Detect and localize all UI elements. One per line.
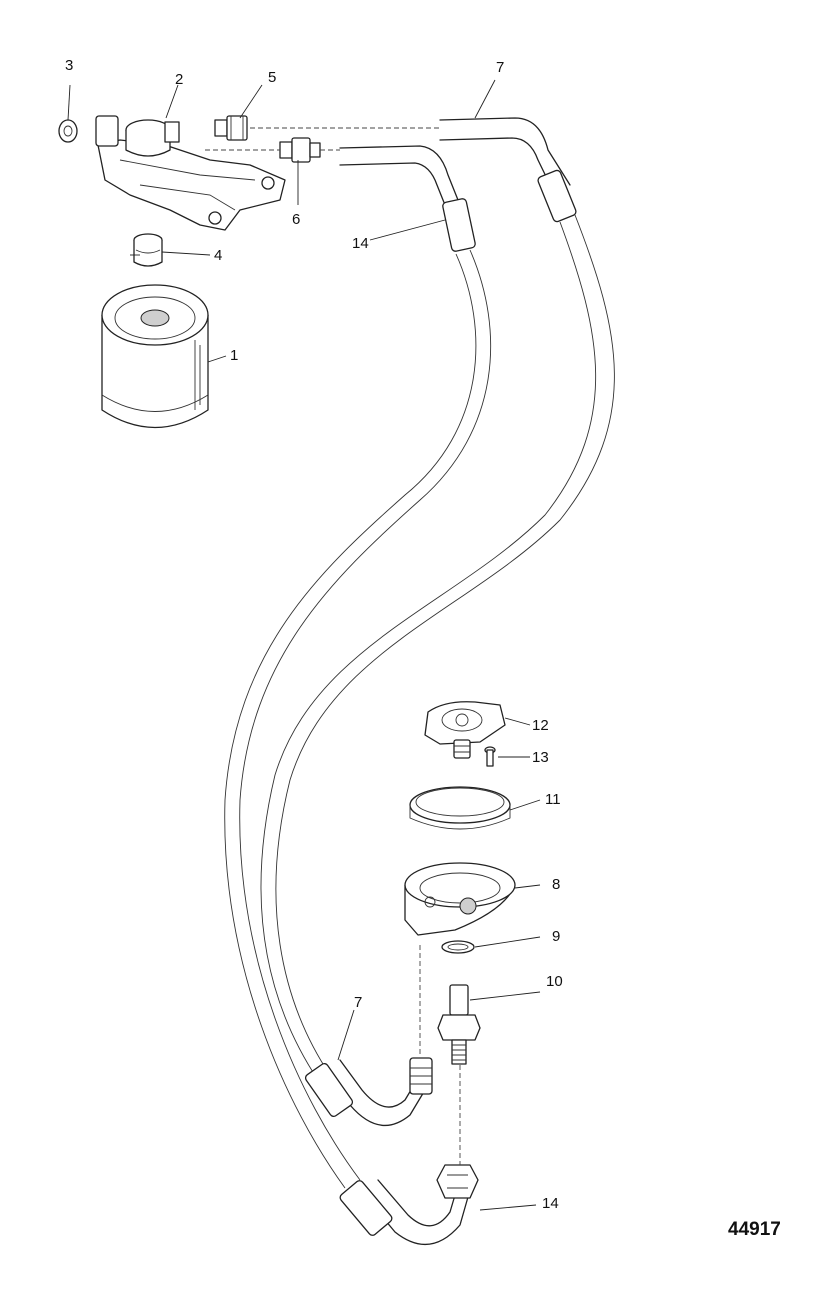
- fuel-filter-1: [101, 284, 209, 429]
- callout-10: 10: [546, 973, 563, 990]
- callout-3: 3: [65, 57, 74, 74]
- adapter-4: [133, 233, 163, 267]
- fitting-5: [214, 115, 440, 141]
- callout-7-bottom: 7: [354, 994, 363, 1011]
- housing-8: [404, 862, 516, 936]
- screw-13: [484, 746, 496, 767]
- fitting-10: [437, 984, 481, 1065]
- callout-5: 5: [268, 69, 277, 86]
- callout-14-top: 14: [352, 235, 369, 252]
- o-ring-9: [441, 940, 475, 954]
- hose-14: [224, 145, 492, 1245]
- callout-13: 13: [532, 749, 549, 766]
- cap-nut-3: [58, 119, 78, 143]
- callout-2: 2: [175, 71, 184, 88]
- callout-9: 9: [552, 928, 561, 945]
- callout-8: 8: [552, 876, 561, 893]
- callout-1: 1: [230, 347, 239, 364]
- seal-ring-11: [409, 786, 511, 830]
- callout-12: 12: [532, 717, 549, 734]
- figure-number: 44917: [728, 1219, 781, 1240]
- hose-7: [260, 117, 615, 1127]
- callout-4: 4: [214, 247, 223, 264]
- filter-bracket-2: [95, 115, 286, 231]
- callout-11: 11: [545, 791, 561, 808]
- cover-12: [424, 701, 506, 759]
- callout-6: 6: [292, 211, 301, 228]
- callout-14-bottom: 14: [542, 1195, 559, 1212]
- fitting-6: [205, 137, 340, 163]
- callout-7-top: 7: [496, 59, 505, 76]
